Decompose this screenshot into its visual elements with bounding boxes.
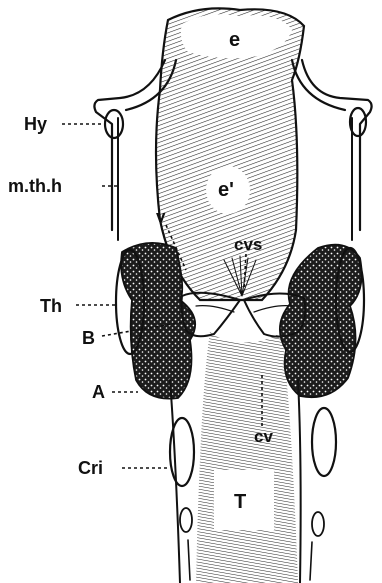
label-th: Th [40, 296, 62, 316]
label-v: v [156, 207, 166, 226]
label-e-mid: e' [218, 179, 234, 201]
label-b: B [82, 328, 95, 348]
label-mthh: m.th.h [8, 176, 62, 196]
label-t: T [234, 491, 246, 513]
label-hy: Hy [24, 114, 47, 134]
label-e-top: e [229, 29, 240, 51]
label-cri: Cri [78, 458, 103, 478]
label-a: A [92, 382, 105, 402]
label-cv: cv [254, 427, 273, 446]
label-cvs: cvs [234, 235, 262, 254]
